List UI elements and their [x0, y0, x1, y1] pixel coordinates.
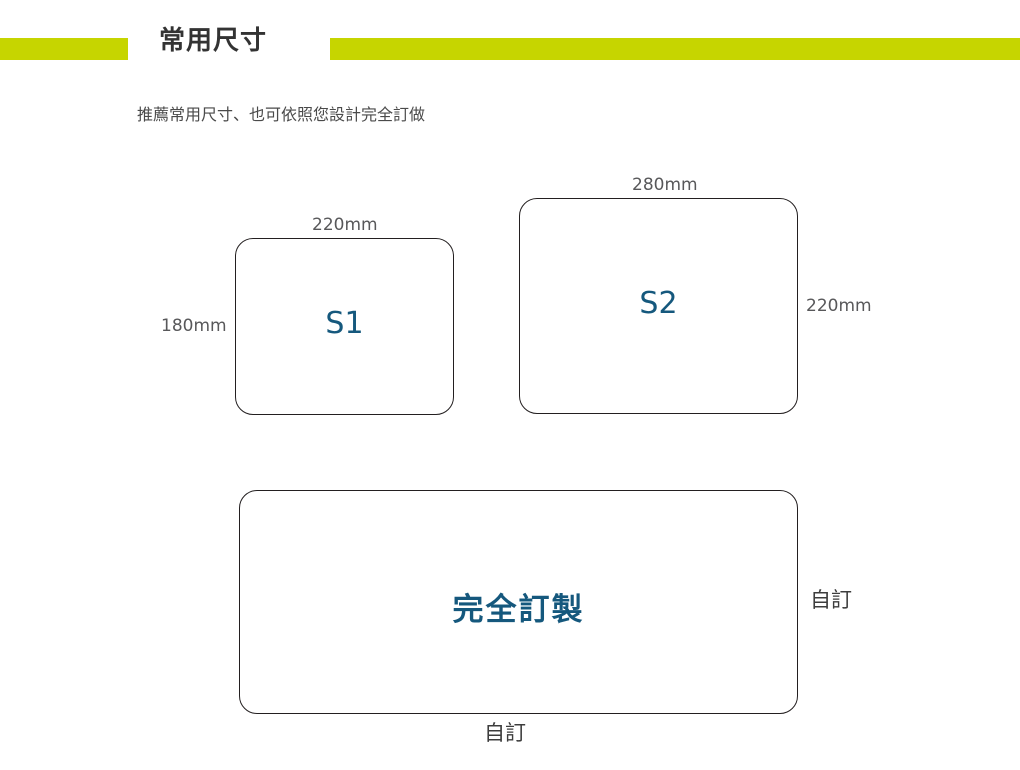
dimension-s2-height: 220mm [806, 296, 872, 316]
size-label-custom: 完全訂製 [452, 592, 585, 628]
page-header: 常用尺寸 [0, 0, 1020, 92]
dimension-s1-width: 220mm [312, 215, 378, 235]
size-option-s1[interactable]: S1 [235, 238, 454, 415]
size-option-s2[interactable]: S2 [519, 198, 798, 414]
size-label-s2: S2 [639, 286, 678, 321]
page-title: 常用尺寸 [159, 26, 268, 56]
dimension-custom-width: 自訂 [484, 721, 526, 745]
header-accent-bar-left [0, 38, 128, 60]
size-label-s1: S1 [325, 306, 364, 341]
page-subtitle: 推薦常用尺寸、也可依照您設計完全訂做 [137, 105, 426, 124]
size-option-custom[interactable]: 完全訂製 [239, 490, 798, 714]
header-accent-bar-right [330, 38, 1020, 60]
dimension-s2-width: 280mm [632, 175, 698, 195]
dimension-s1-height: 180mm [161, 316, 227, 336]
dimension-custom-height: 自訂 [810, 588, 852, 612]
